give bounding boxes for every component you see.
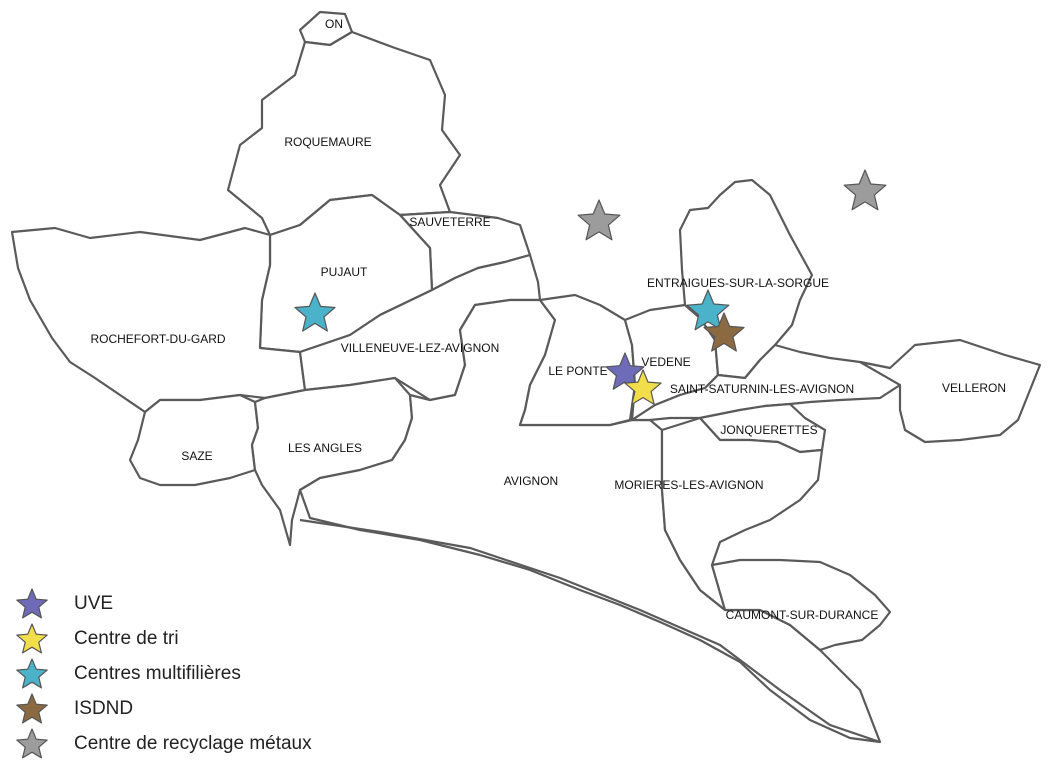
star-shape: [605, 352, 645, 390]
commune-label-les-angles: LES ANGLES: [288, 441, 362, 455]
commune-rochefort-du-gard: [10, 226, 307, 414]
star-shape: [703, 312, 745, 352]
commune-morieres-les-avignon: [660, 416, 824, 612]
commune-label-morieres-les-avignon: MORIERES-LES-AVIGNON: [614, 478, 763, 492]
commune-label-avignon: AVIGNON: [504, 474, 558, 488]
star-icon: [16, 727, 48, 758]
commune-label-sauveterre: SAUVETERRE: [409, 215, 490, 229]
star-shape: [16, 727, 48, 758]
map-legend: UVE Centre de tri Centres multifilières …: [12, 586, 432, 761]
legend-item-uve: UVE: [12, 586, 432, 621]
star-shape: [16, 622, 48, 653]
commune-saze: [128, 393, 260, 487]
legend-label: Centres multifilières: [74, 662, 241, 684]
star-icon: [605, 352, 645, 390]
commune-label-pujaut: PUJAUT: [321, 265, 368, 279]
legend-item-isdnd: ISDND: [12, 691, 432, 726]
star-icon: [16, 622, 48, 653]
commune-label-le-pontet: LE PONTE: [548, 364, 607, 378]
commune-label-roquemaure: ROQUEMAURE: [284, 135, 371, 149]
legend-label: UVE: [74, 592, 114, 614]
star-icon: [686, 289, 730, 331]
star-icon: [16, 587, 48, 618]
boundary-line: [299, 518, 881, 744]
star-icon: [624, 369, 662, 405]
star-icon: [16, 692, 48, 723]
star-icon: [577, 199, 621, 241]
star-shape: [686, 289, 730, 331]
star-shape: [624, 369, 662, 405]
facility-markers: [294, 169, 887, 405]
legend-label: Centre de tri: [74, 627, 179, 649]
commune-label-entraigues-sur-la-sorgue: ENTRAIGUES-SUR-LA-SORGUE: [647, 276, 829, 290]
commune-label-on: ON: [325, 17, 343, 31]
legend-label: ISDND: [74, 697, 134, 719]
commune-label-velleron: VELLERON: [942, 381, 1006, 395]
commune-label-caumont-sur-durance: CAUMONT-SUR-DURANCE: [726, 608, 879, 622]
star-shape: [16, 692, 48, 723]
legend-item-centres-multifilieres: Centres multifilières: [12, 656, 432, 691]
star-shape: [16, 657, 48, 688]
star-shape: [843, 169, 887, 211]
star-icon: [294, 292, 336, 332]
commune-label-saze: SAZE: [181, 449, 212, 463]
commune-label-rochefort-du-gard: ROCHEFORT-DU-GARD: [90, 332, 225, 346]
star-icon: [843, 169, 887, 211]
legend-label: Centre de recyclage métaux: [74, 732, 312, 754]
commune-label-villeneuve-lez-avignon: VILLENEUVE-LEZ-AVIGNON: [341, 341, 499, 355]
star-shape: [16, 587, 48, 618]
commune-velleron: [858, 338, 1042, 444]
legend-item-centre-recyclage-metaux: Centre de recyclage métaux: [12, 726, 432, 761]
legend-item-centre-de-tri: Centre de tri: [12, 621, 432, 656]
commune-caumont-sur-durance: [710, 558, 892, 652]
commune-label-saint-saturnin-les-avignon: SAINT-SATURNIN-LES-AVIGNON: [670, 382, 854, 396]
commune-labels: ON ROQUEMAURE SAUVETERRE PUJAUT ROCHEFOR…: [90, 17, 1006, 622]
commune-label-vedene: VEDENE: [641, 355, 690, 369]
commune-le-pontet: [518, 293, 637, 427]
star-shape: [577, 199, 621, 241]
star-icon: [703, 312, 745, 352]
commune-boundaries: [10, 10, 1042, 744]
star-shape: [294, 292, 336, 332]
star-icon: [16, 657, 48, 688]
commune-label-jonquerettes: JONQUERETTES: [720, 423, 817, 437]
